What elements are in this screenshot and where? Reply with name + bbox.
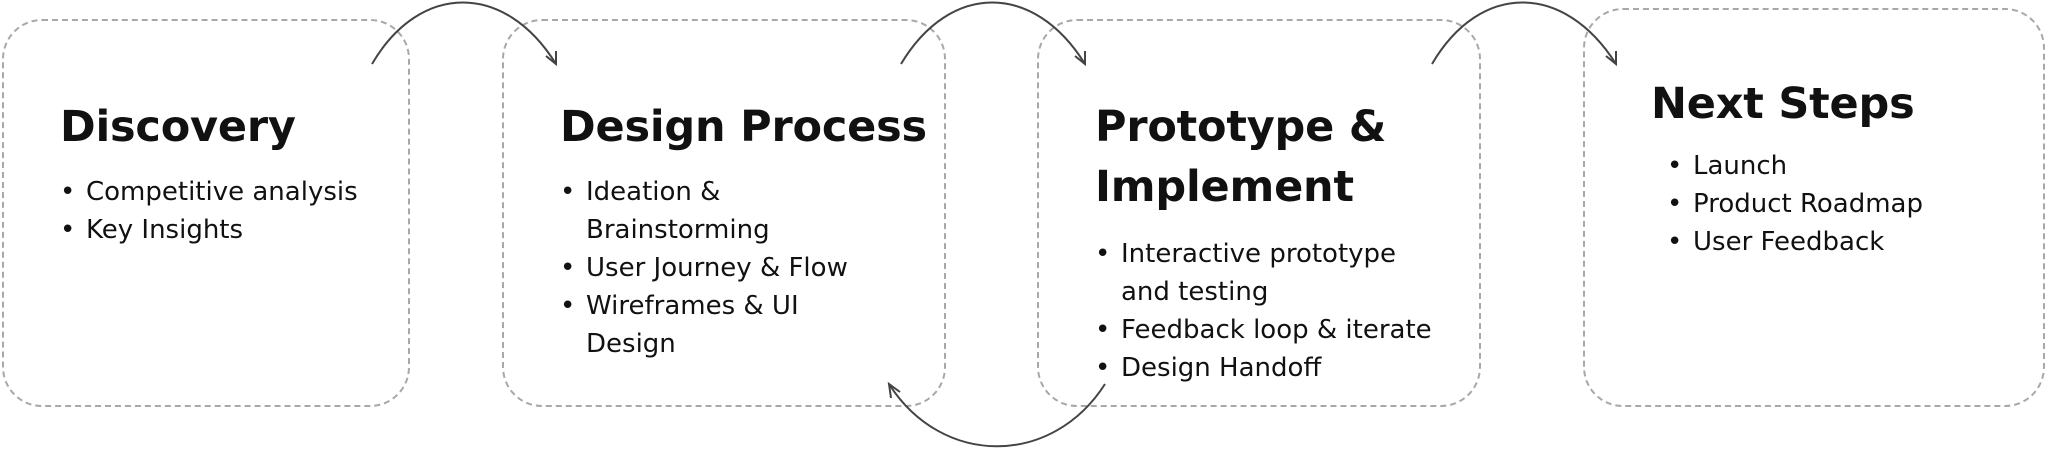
curved-arrow-icon: [371, 1, 557, 67]
step-item: Ideation & Brainstorming: [560, 173, 912, 249]
step-item: Wireframes & UI Design: [560, 287, 912, 363]
step-item: Feedback loop & iterate: [1095, 311, 1475, 349]
curved-arrow-icon: [887, 381, 1106, 448]
step-item: Interactive prototype and testing: [1095, 235, 1475, 311]
step-title: Prototype & Implement: [1095, 102, 1387, 212]
step-card-design-process: Design Process Ideation & Brainstorming …: [502, 19, 946, 407]
step-item-list: Interactive prototype and testing Feedba…: [1095, 235, 1475, 387]
curved-arrow-icon: [1431, 1, 1617, 67]
step-item: Product Roadmap: [1667, 185, 2037, 223]
step-item-list: Competitive analysis Key Insights: [60, 173, 400, 249]
step-item: User Journey & Flow: [560, 249, 912, 287]
step-item: Competitive analysis: [60, 173, 400, 211]
step-item: User Feedback: [1667, 223, 2037, 261]
step-item: Key Insights: [60, 211, 400, 249]
step-card-discovery: Discovery Competitive analysis Key Insig…: [2, 19, 410, 407]
curved-arrow-icon: [900, 1, 1086, 67]
step-card-next-steps: Next Steps Launch Product Roadmap User F…: [1583, 8, 2045, 407]
step-item: Launch: [1667, 147, 2037, 185]
step-title: Discovery: [60, 102, 296, 152]
step-item-list: Launch Product Roadmap User Feedback: [1667, 147, 2037, 261]
step-title: Next Steps: [1651, 79, 1915, 129]
step-card-prototype-implement: Prototype & Implement Interactive protot…: [1037, 19, 1481, 407]
step-title: Design Process: [560, 102, 927, 152]
step-item-list: Ideation & Brainstorming User Journey & …: [560, 173, 912, 363]
step-item: Design Handoff: [1095, 349, 1475, 387]
